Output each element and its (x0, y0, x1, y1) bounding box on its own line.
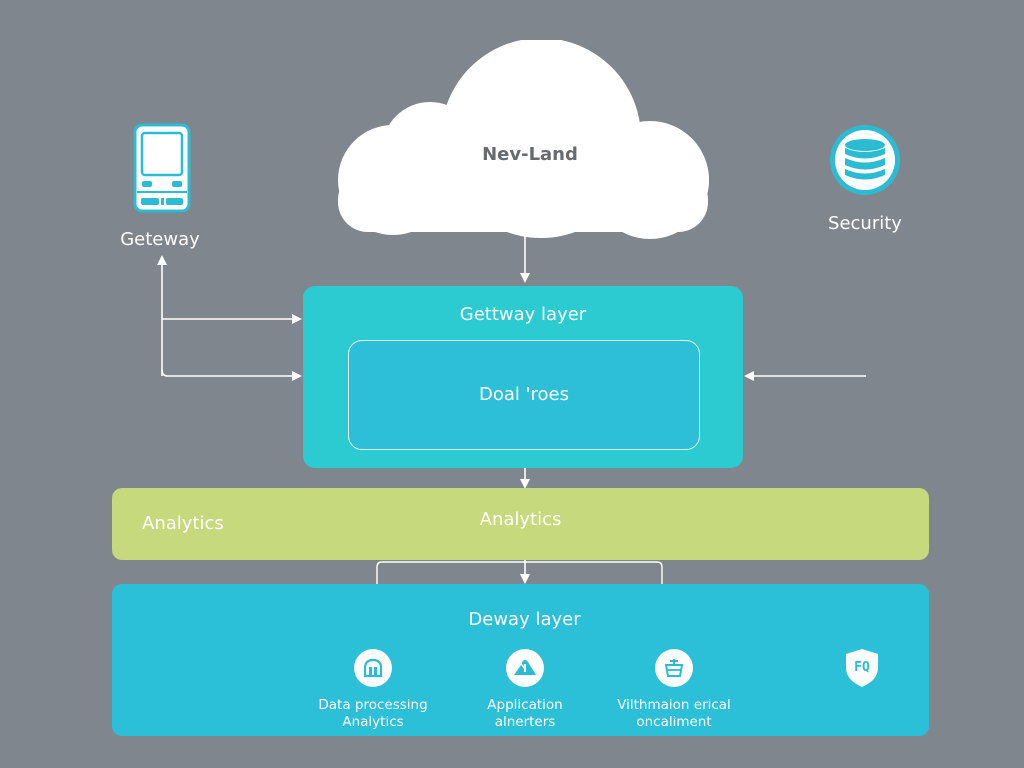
bracket-connector (376, 561, 663, 585)
module-third-line1: Vilthmaion erical (617, 697, 731, 713)
module-data-processing-line2: Analytics (342, 714, 404, 730)
basket-icon (655, 649, 693, 687)
geteway-label: Geteway (120, 229, 200, 250)
mobile-device-icon[interactable] (133, 123, 191, 213)
inner-service-box[interactable]: Doal 'roes (348, 340, 700, 450)
database-icon[interactable] (828, 123, 902, 197)
analytics-left-label: Analytics (142, 513, 224, 534)
module-application-line2: alnerters (494, 714, 556, 730)
cloud-label: Nev-Land (482, 144, 578, 165)
gateway-layer-box[interactable]: Gettway layer Doal 'roes (303, 286, 743, 468)
deway-layer-title: Deway layer (468, 609, 581, 630)
module-third[interactable]: Vilthmaion erical oncaliment (584, 649, 764, 731)
shield-badge-text: FQ (854, 660, 870, 675)
inner-service-label: Doal 'roes (478, 384, 570, 405)
module-data-processing[interactable]: Data processing Analytics (283, 649, 463, 731)
module-data-processing-line1: Data processing (318, 697, 428, 713)
gateway-layer-title: Gettway layer (459, 304, 587, 325)
home-icon (354, 649, 392, 687)
module-application[interactable]: Application alnerters (435, 649, 615, 731)
arrow-left-lower (161, 369, 302, 381)
analytics-layer-bar[interactable]: Analytics Analytics (112, 488, 929, 560)
analytics-center-label: Analytics (479, 509, 562, 530)
cloud-shape (338, 40, 709, 239)
mountain-image-icon (506, 649, 544, 687)
module-third-line2: oncaliment (636, 714, 712, 730)
module-application-line1: Application (487, 697, 563, 713)
shield-icon[interactable]: FQ (844, 648, 880, 688)
security-label: Security (828, 213, 902, 234)
